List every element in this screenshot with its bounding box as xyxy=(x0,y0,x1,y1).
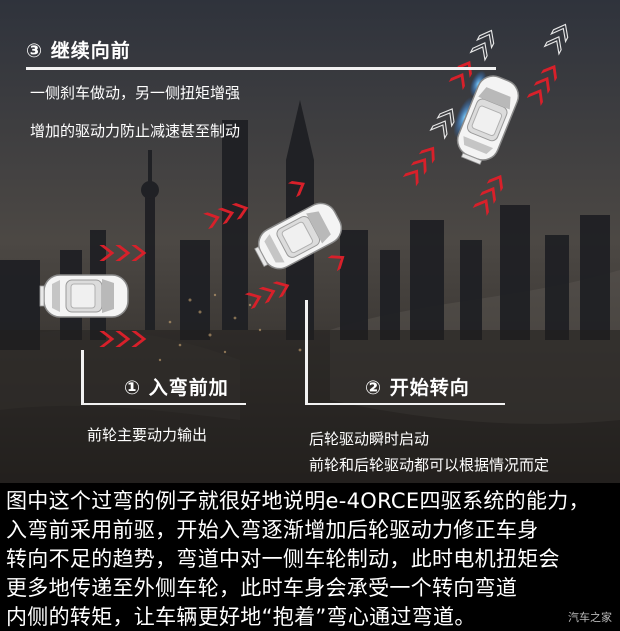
step-1-title: ① 入弯前加 xyxy=(124,377,229,399)
caption-line-5: 内侧的转矩，让车辆更好地“抱着”弯心通过弯道。 xyxy=(6,605,476,629)
car-continuing xyxy=(450,70,524,170)
step-3-line-2: 增加的驱动力防止减速甚至制动 xyxy=(30,122,241,140)
step-3-title: ③ 继续向前 xyxy=(26,40,131,62)
cornering-illustration xyxy=(0,0,620,483)
car-entering xyxy=(39,274,129,318)
caption-panel: 图中这个过弯的例子就很好地说明e-4ORCE四驱系统的能力， 入弯前采用前驱，开… xyxy=(0,483,620,631)
step-2-line-1: 后轮驱动瞬时启动 xyxy=(309,430,430,448)
caption-line-1: 图中这个过弯的例子就很好地说明e-4ORCE四驱系统的能力， xyxy=(6,489,590,513)
step-1-line-1: 前轮主要动力输出 xyxy=(87,426,208,444)
watermark: 汽车之家 xyxy=(568,611,612,624)
step-2-rule xyxy=(305,403,505,405)
step-1-rule xyxy=(81,403,246,405)
step-2-title: ② 开始转向 xyxy=(365,377,470,399)
city-background: ③ 继续向前 一侧刹车做动，另一侧扭矩增强 增加的驱动力防止减速甚至制动 ① 入… xyxy=(0,0,620,483)
step-3-rule xyxy=(26,67,496,70)
caption-line-3: 转向不足的趋势，弯道中对一侧车轮制动，此时电机扭矩会 xyxy=(6,547,560,571)
step-2-line-2: 前轮和后轮驱动都可以根据情况而定 xyxy=(309,456,550,474)
step-3-line-1: 一侧刹车做动，另一侧扭矩增强 xyxy=(30,84,241,102)
step-2-vertical-rule xyxy=(305,300,308,405)
step-1-vertical-rule xyxy=(81,350,84,405)
caption-line-4: 更多地传递至外侧车轮，此时车身会承受一个转向弯道 xyxy=(6,576,518,600)
caption-line-2: 入弯前采用前驱，开始入弯逐渐增加后轮驱动力修正车身 xyxy=(6,518,539,542)
